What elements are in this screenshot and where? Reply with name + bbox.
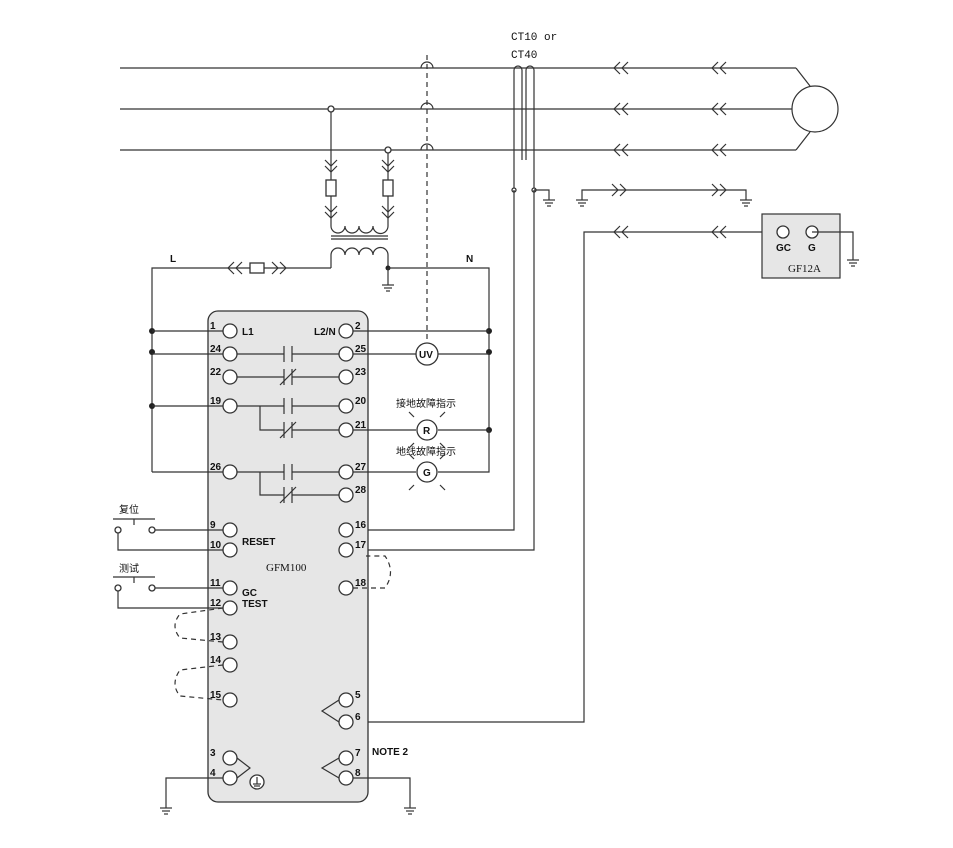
term-24-label: 24 — [210, 344, 222, 355]
term-4-label: 4 — [210, 768, 216, 779]
ct-label-line2: CT40 — [511, 50, 537, 62]
test-pushbutton: 测试 — [113, 562, 223, 609]
term-3-label: 3 — [210, 748, 216, 759]
gf12a-module: GC G GF12A — [761, 213, 859, 279]
note-label: NOTE 2 — [372, 747, 409, 758]
internal-contacts — [236, 346, 340, 790]
gfm100-label: GFM100 — [266, 562, 307, 574]
term-14-label: 14 — [210, 655, 222, 666]
three-phase-lines — [120, 61, 811, 157]
term-1-label: 1 — [210, 321, 216, 332]
ground-fault-indicator-label: 接地故障指示 — [396, 397, 456, 410]
gf12a-g-label: G — [808, 243, 816, 254]
uv-label: UV — [419, 350, 433, 361]
term-7-label: 7 — [355, 748, 361, 759]
gc-label: GC — [242, 588, 257, 599]
test-switch-label: 测试 — [119, 562, 139, 575]
uv-dashed-link — [420, 55, 434, 340]
r-lamp-label: R — [423, 426, 431, 437]
term-9-label: 9 — [210, 520, 216, 531]
reset-switch-label: 复位 — [119, 503, 139, 516]
reset-label: RESET — [242, 537, 275, 548]
term-10-label: 10 — [210, 540, 222, 551]
term-12-label: 12 — [210, 598, 222, 609]
g-lamp-label: G — [423, 468, 431, 479]
term-27-label: 27 — [355, 462, 367, 473]
term-23-label: 23 — [355, 367, 367, 378]
ground-wire-fault-indicator-label: 地线故障指示 — [396, 445, 456, 458]
current-transformer — [359, 65, 555, 551]
line-label-l: L — [170, 254, 176, 265]
uv-relay: UV — [415, 342, 439, 366]
term-22-label: 22 — [210, 367, 222, 378]
control-transformer — [324, 105, 395, 292]
external-wiring — [152, 330, 490, 815]
term-2-label: 2 — [355, 321, 361, 332]
reset-pushbutton: 复位 — [113, 503, 223, 551]
ground-wire-fault-lamp: 地线故障指示 G — [396, 445, 456, 491]
line-label-n: N — [466, 254, 473, 265]
term-5-label: 5 — [355, 690, 361, 701]
line-disconnect-chevrons — [613, 61, 727, 157]
term-6-label: 6 — [355, 712, 361, 723]
test-label: TEST — [242, 599, 268, 610]
ground-fault-lamp: 接地故障指示 R — [396, 397, 456, 449]
term-16-label: 16 — [355, 520, 367, 531]
term-20-label: 20 — [355, 396, 367, 407]
ct-label-line1: CT10 or — [511, 32, 557, 44]
term-19-label: 19 — [210, 396, 222, 407]
gf12a-label: GF12A — [788, 263, 821, 275]
gf12a-gc-label: GC — [776, 243, 791, 254]
term-21-label: 21 — [355, 420, 367, 431]
gf12a-cabling — [359, 183, 783, 723]
term-17-label: 17 — [355, 540, 367, 551]
l2n-label: L2/N — [314, 327, 336, 338]
term-8-label: 8 — [355, 768, 361, 779]
left-terminals: 1 24 22 19 26 9 10 11 12 13 14 15 3 4 — [210, 321, 238, 786]
term-15-label: 15 — [210, 690, 222, 701]
term-13-label: 13 — [210, 632, 222, 643]
term-26-label: 26 — [210, 462, 222, 473]
l1-label: L1 — [242, 327, 254, 338]
motor-symbol — [791, 85, 839, 133]
term-11-label: 11 — [210, 578, 221, 589]
right-terminals: 2 25 23 20 21 27 28 16 17 18 5 6 7 8 — [338, 321, 367, 786]
term-18-label: 18 — [355, 578, 367, 589]
term-25-label: 25 — [355, 344, 367, 355]
term-28-label: 28 — [355, 485, 367, 496]
